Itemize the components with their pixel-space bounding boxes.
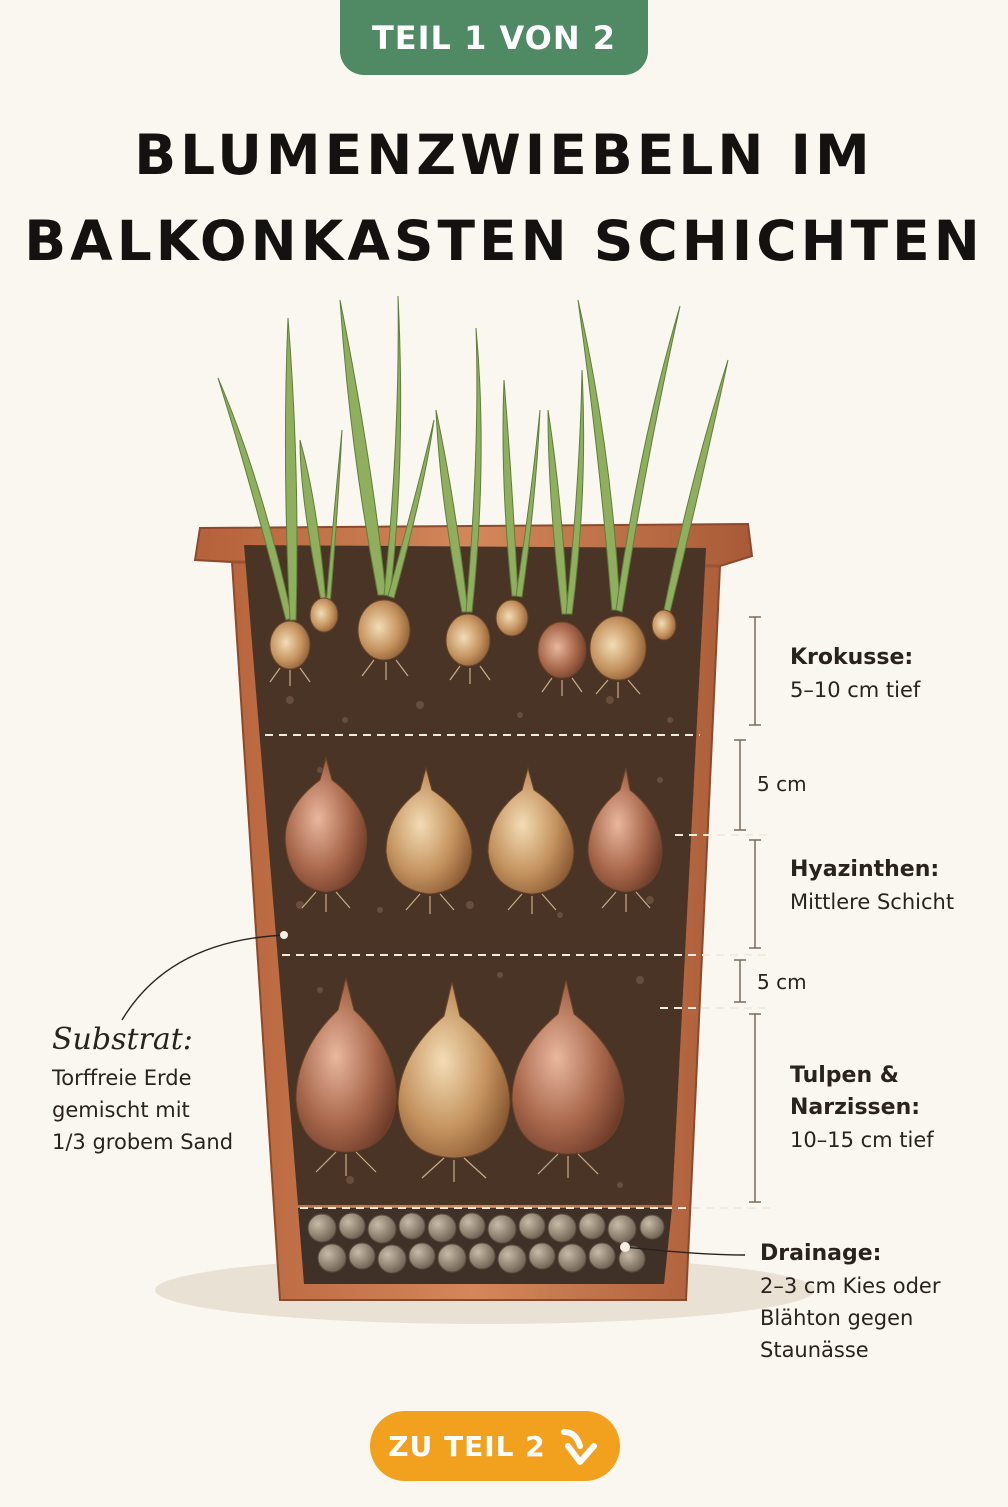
next-part-label: ZU TEIL 2 xyxy=(388,1429,546,1463)
crocus-bulbs xyxy=(269,597,677,681)
tulpen-name-line-2: Narzissen: xyxy=(790,1095,921,1120)
krokusse-name: Krokusse: xyxy=(790,645,914,670)
arrow-down-right-icon xyxy=(560,1429,597,1465)
pot-cross-section-diagram xyxy=(121,295,815,1324)
dimension-brackets xyxy=(734,616,761,1203)
hyazinthen-detail: Mittlere Schicht xyxy=(790,890,955,914)
dimension-gap-1: 5 cm xyxy=(757,772,807,796)
soil-speckles xyxy=(286,696,673,1188)
substrat-line-2: gemischt mit xyxy=(52,1098,190,1122)
substrat-line-1: Torffreie Erde xyxy=(52,1066,192,1090)
label-hyazinthen: Hyazinthen: Mittlere Schicht xyxy=(790,854,954,918)
label-drainage: Drainage: 2–3 cm Kies oder Blähton gegen… xyxy=(760,1238,940,1366)
leader-lines xyxy=(121,934,746,1256)
title-line-1: BLUMENZWIEBELN IM xyxy=(134,123,874,187)
tulip-bulbs xyxy=(295,977,625,1159)
drainage-detail-line-3: Staunässe xyxy=(760,1338,869,1362)
label-krokusse: Krokusse: 5–10 cm tief xyxy=(790,642,920,706)
substrat-line-3: 1/3 grobem Sand xyxy=(52,1130,234,1154)
next-part-button[interactable]: ZU TEIL 2 xyxy=(370,1411,620,1481)
drainage-name: Drainage: xyxy=(760,1241,882,1266)
drainage-detail-line-1: 2–3 cm Kies oder xyxy=(760,1274,941,1298)
dimension-gap-2: 5 cm xyxy=(757,970,807,994)
leader-dot-substrat xyxy=(280,931,288,939)
layer-dividers xyxy=(265,734,770,1209)
gravel-stones xyxy=(307,1212,665,1274)
part-badge-label: TEIL 1 VON 2 xyxy=(371,18,617,57)
substrat-title: Substrat: xyxy=(52,1022,193,1057)
hyazinthen-name: Hyazinthen: xyxy=(790,857,940,882)
label-tulpen: Tulpen & Narzissen: 10–15 cm tief xyxy=(790,1060,934,1156)
label-substrat: Substrat: Torffreie Erde gemischt mit 1/… xyxy=(52,1018,233,1158)
roots xyxy=(269,659,651,1182)
part-badge: TEIL 1 VON 2 xyxy=(340,0,648,75)
title-line-2: BALKONKASTEN SCHICHTEN xyxy=(24,209,984,273)
leaves xyxy=(217,295,729,621)
hyacinth-bulbs xyxy=(284,756,663,895)
leader-dot-drainage xyxy=(620,1242,630,1252)
tulpen-name-line-1: Tulpen & xyxy=(790,1063,899,1088)
tulpen-detail: 10–15 cm tief xyxy=(790,1128,934,1152)
krokusse-detail: 5–10 cm tief xyxy=(790,678,921,702)
page-title: BLUMENZWIEBELN IM BALKONKASTEN SCHICHTEN xyxy=(0,112,1008,284)
drainage-detail-line-2: Blähton gegen xyxy=(760,1306,914,1330)
